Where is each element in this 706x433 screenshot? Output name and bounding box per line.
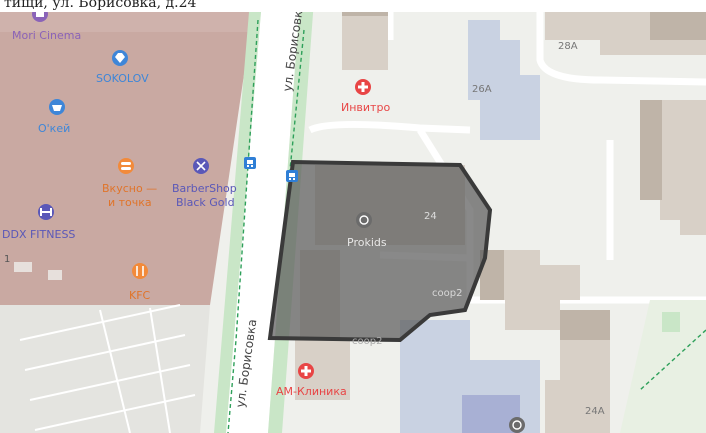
- address-caption: тищи, ул. Борисовка, д.24: [4, 0, 197, 11]
- edge-label: 1: [4, 254, 10, 265]
- parking-lines: [19, 304, 196, 433]
- bike-path: [289, 29, 305, 171]
- green-patch: [662, 312, 680, 332]
- poi-label: Mori Cinema: [12, 29, 81, 42]
- sports-icon: [356, 212, 372, 228]
- poi-label: SOKOLOV: [96, 72, 149, 85]
- fork-knife-icon: [132, 263, 148, 279]
- selected-area-polygon[interactable]: [267, 159, 493, 343]
- address-label-coop2: coop2: [432, 288, 462, 299]
- poi-am-klinika[interactable]: АМ-Клиника: [276, 363, 347, 398]
- poi-okey[interactable]: О'кей: [38, 99, 70, 135]
- building-26a: [468, 20, 540, 140]
- poi-label: Prokids: [347, 236, 387, 249]
- poi-sokolov[interactable]: SOKOLOV: [96, 50, 149, 85]
- address-label-coop2b: coop2: [352, 336, 382, 347]
- poi-label-line2: и точка: [108, 196, 152, 209]
- building-24a: [545, 310, 610, 433]
- poi-label: АМ-Клиника: [276, 385, 347, 398]
- caption-strip: тищи, ул. Борисовка, д.24: [0, 0, 706, 12]
- building-coop2-east: [480, 250, 580, 330]
- poi-label-line2: Black Gold: [176, 196, 235, 209]
- poi-sports-south[interactable]: [509, 417, 525, 433]
- bus-stop-icon[interactable]: [286, 170, 298, 182]
- bike-path: [639, 329, 706, 391]
- poi-label-line1: BarberShop: [172, 182, 237, 195]
- mall-building: [0, 0, 255, 305]
- house-number-28a: 28А: [558, 41, 578, 52]
- poi-prokids[interactable]: Prokids: [347, 212, 387, 249]
- house-number-24a: 24А: [585, 406, 605, 417]
- sports-icon: [509, 417, 525, 433]
- poi-label: О'кей: [38, 122, 70, 135]
- poi-label: Инвитро: [341, 101, 390, 114]
- poi-ddx-fitness[interactable]: DDX FITNESS: [2, 204, 75, 241]
- green-strip: [214, 0, 262, 433]
- green-area: [620, 300, 706, 433]
- poi-invitro[interactable]: Инвитро: [341, 79, 390, 114]
- bike-path: [227, 19, 259, 433]
- small-structure: [48, 270, 62, 280]
- poi-label: KFC: [129, 289, 151, 302]
- building-shadow: [560, 310, 610, 340]
- bus-stop-icon[interactable]: [244, 157, 256, 169]
- main-road: [226, 0, 300, 433]
- poi-label: DDX FITNESS: [2, 228, 75, 241]
- poi-label-line1: Вкусно —: [102, 182, 157, 195]
- small-structure: [14, 262, 32, 272]
- parking-lot: [0, 305, 210, 433]
- house-number-26a: 26А: [472, 84, 492, 95]
- poi-barbershop-black-gold[interactable]: BarberShop Black Gold: [172, 158, 237, 209]
- poi-vkusno-i-tochka[interactable]: Вкусно — и точка: [102, 158, 157, 209]
- house-number-24: 24: [424, 211, 437, 222]
- poi-kfc[interactable]: KFC: [129, 263, 151, 302]
- building-shadow: [640, 100, 662, 200]
- burger-icon: [118, 158, 134, 174]
